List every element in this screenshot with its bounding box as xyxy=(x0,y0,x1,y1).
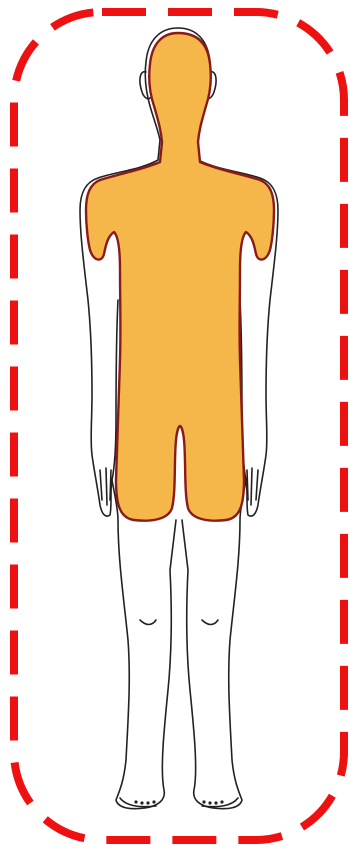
right-foot xyxy=(202,798,238,807)
highlighted-region xyxy=(86,33,274,521)
right-knee-lines xyxy=(202,620,218,625)
right-hand-fingers xyxy=(247,468,258,505)
left-foot xyxy=(120,798,156,807)
left-knee-lines xyxy=(140,620,156,625)
toe-dots xyxy=(134,800,223,804)
left-hand-fingers xyxy=(100,468,111,505)
